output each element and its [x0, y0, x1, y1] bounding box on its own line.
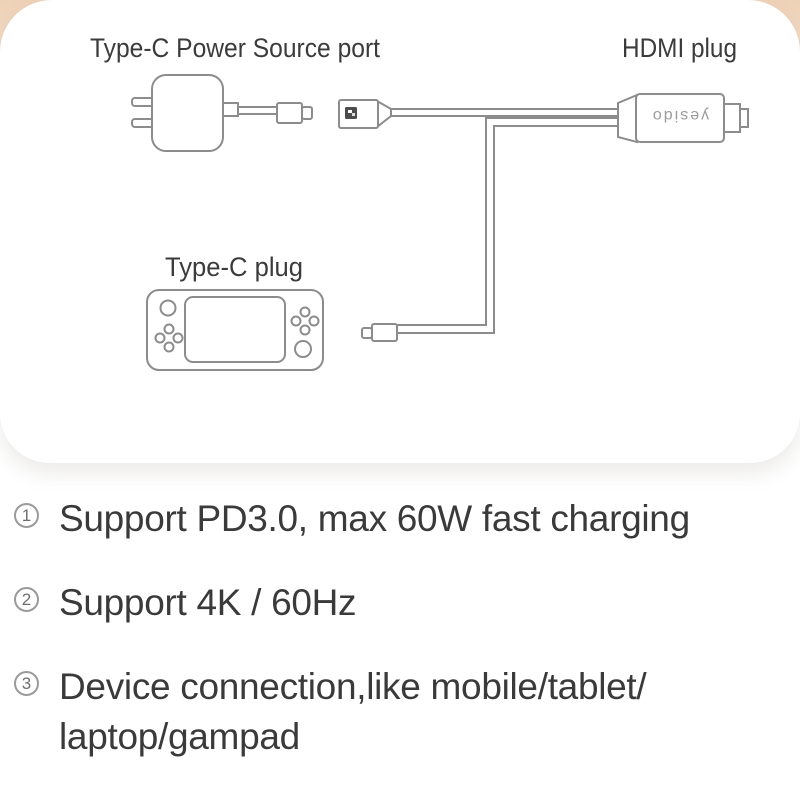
circled-number-2: 2 — [14, 587, 39, 613]
hdmi-connector-tip — [739, 108, 749, 128]
power-source-port-connector — [338, 99, 392, 130]
type-c-plug-tip — [361, 327, 373, 339]
game-console — [146, 289, 324, 371]
cable-diagram: Type-C Power Source port HDMI plug Type-… — [90, 33, 749, 371]
feature-text-2: Support 4K / 60Hz — [59, 578, 357, 627]
type-c-plug-label: Type-C plug — [165, 252, 303, 282]
type-c-plug-connector — [361, 323, 398, 342]
feature-line: laptop/gampad — [59, 715, 300, 757]
charger-prong-top — [131, 97, 155, 107]
feature-item-3: 3 Device connection,like mobile/tablet/ … — [8, 662, 784, 760]
power-cable — [384, 108, 621, 117]
feature-item-2: 2 Support 4K / 60Hz — [8, 578, 784, 627]
feature-item-1: 1 Support PD3.0, max 60W fast charging — [8, 494, 784, 543]
port-neck — [376, 99, 392, 130]
type-c-plug-body — [371, 323, 398, 342]
power-port-label: Type-C Power Source port — [90, 33, 380, 63]
console-screen — [184, 296, 286, 363]
yesido-brand-text: yesido — [651, 107, 709, 124]
hdmi-plug: yesido — [617, 93, 749, 144]
feature-text-1: Support PD3.0, max 60W fast charging — [59, 494, 690, 543]
circled-number-1: 1 — [14, 503, 39, 528]
feature-list: 1 Support PD3.0, max 60W fast charging 2… — [0, 494, 800, 796]
charger-plug-tip — [301, 106, 313, 120]
feature-line: Support PD3.0, max 60W fast charging — [59, 498, 690, 539]
usb-logo-icon — [345, 107, 357, 119]
hdmi-connector — [723, 103, 741, 133]
feature-text-3: Device connection,like mobile/tablet/ la… — [59, 662, 647, 760]
hdmi-plug-label: HDMI plug — [622, 33, 737, 63]
charger-body — [151, 74, 224, 152]
feature-line: Support 4K / 60Hz — [59, 582, 357, 624]
hdmi-strain-relief — [617, 93, 638, 144]
console-dpad-right — [290, 306, 320, 336]
feature-line: Device connection,like mobile/tablet/ — [59, 666, 647, 708]
charger-cable — [237, 106, 279, 115]
diagram-card: Type-C Power Source port HDMI plug Type-… — [90, 33, 749, 371]
charger-prong-bottom — [131, 118, 155, 128]
charger-port-stub — [222, 102, 239, 117]
console-button-right — [294, 340, 312, 358]
type-c-branch-cable — [396, 117, 619, 334]
wall-charger — [131, 74, 313, 152]
console-button-left — [159, 299, 177, 317]
circled-number-3: 3 — [14, 671, 39, 697]
port-body — [338, 99, 379, 129]
console-dpad-left — [154, 323, 184, 353]
charger-plug-body — [276, 102, 303, 124]
